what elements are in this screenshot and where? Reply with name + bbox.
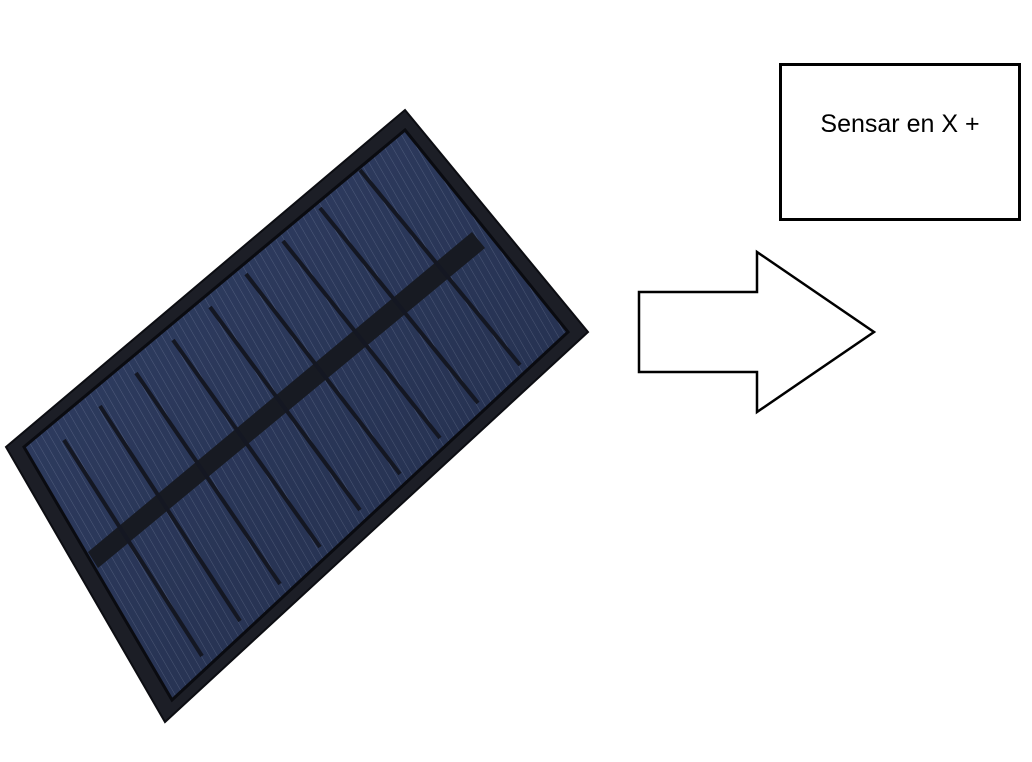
label-box: Sensar en X + bbox=[779, 63, 1021, 221]
label-box-text: Sensar en X + bbox=[820, 110, 980, 138]
solar-panel-cell-separators bbox=[62, 168, 522, 658]
solar-panel-divider bbox=[88, 232, 485, 568]
right-arrow-outline-icon bbox=[637, 249, 877, 415]
solar-panel-inner-edge bbox=[22, 127, 571, 703]
solar-panel-image bbox=[4, 108, 590, 724]
